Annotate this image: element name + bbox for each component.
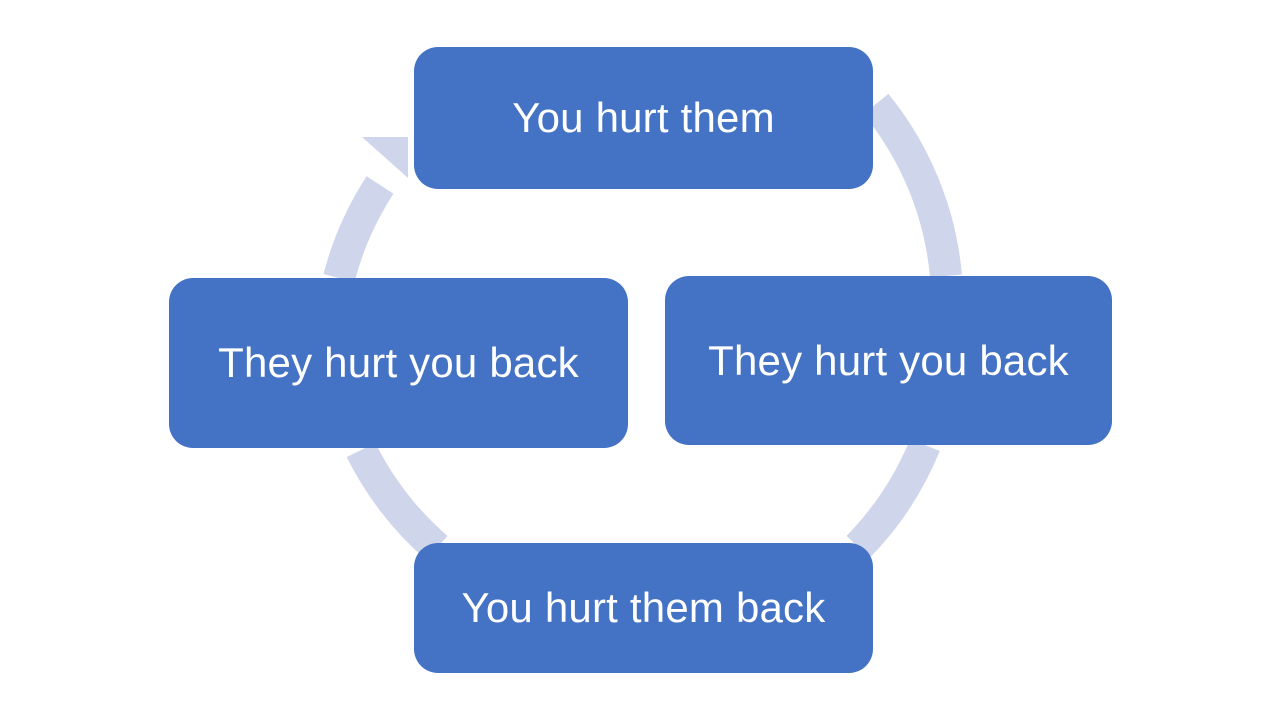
ring-arc-top-left	[323, 176, 394, 283]
cycle-node-you-hurt-them-back: You hurt them back	[414, 543, 873, 673]
node-label: You hurt them	[512, 94, 775, 141]
node-label: They hurt you back	[218, 339, 579, 386]
cycle-node-they-hurt-you-back-right: They hurt you back	[665, 276, 1112, 445]
node-label: You hurt them back	[461, 584, 826, 631]
ring-arc-top-right	[863, 93, 962, 278]
node-label: They hurt you back	[708, 336, 1069, 384]
ring-arrowhead	[362, 137, 408, 178]
ring-arc-bottom-right	[846, 438, 940, 559]
cycle-node-you-hurt-them: You hurt them	[414, 47, 873, 189]
ring-arcs	[323, 93, 962, 561]
cycle-node-they-hurt-you-back-left: They hurt you back	[169, 278, 628, 448]
ring-arc-bottom-left	[346, 442, 448, 561]
